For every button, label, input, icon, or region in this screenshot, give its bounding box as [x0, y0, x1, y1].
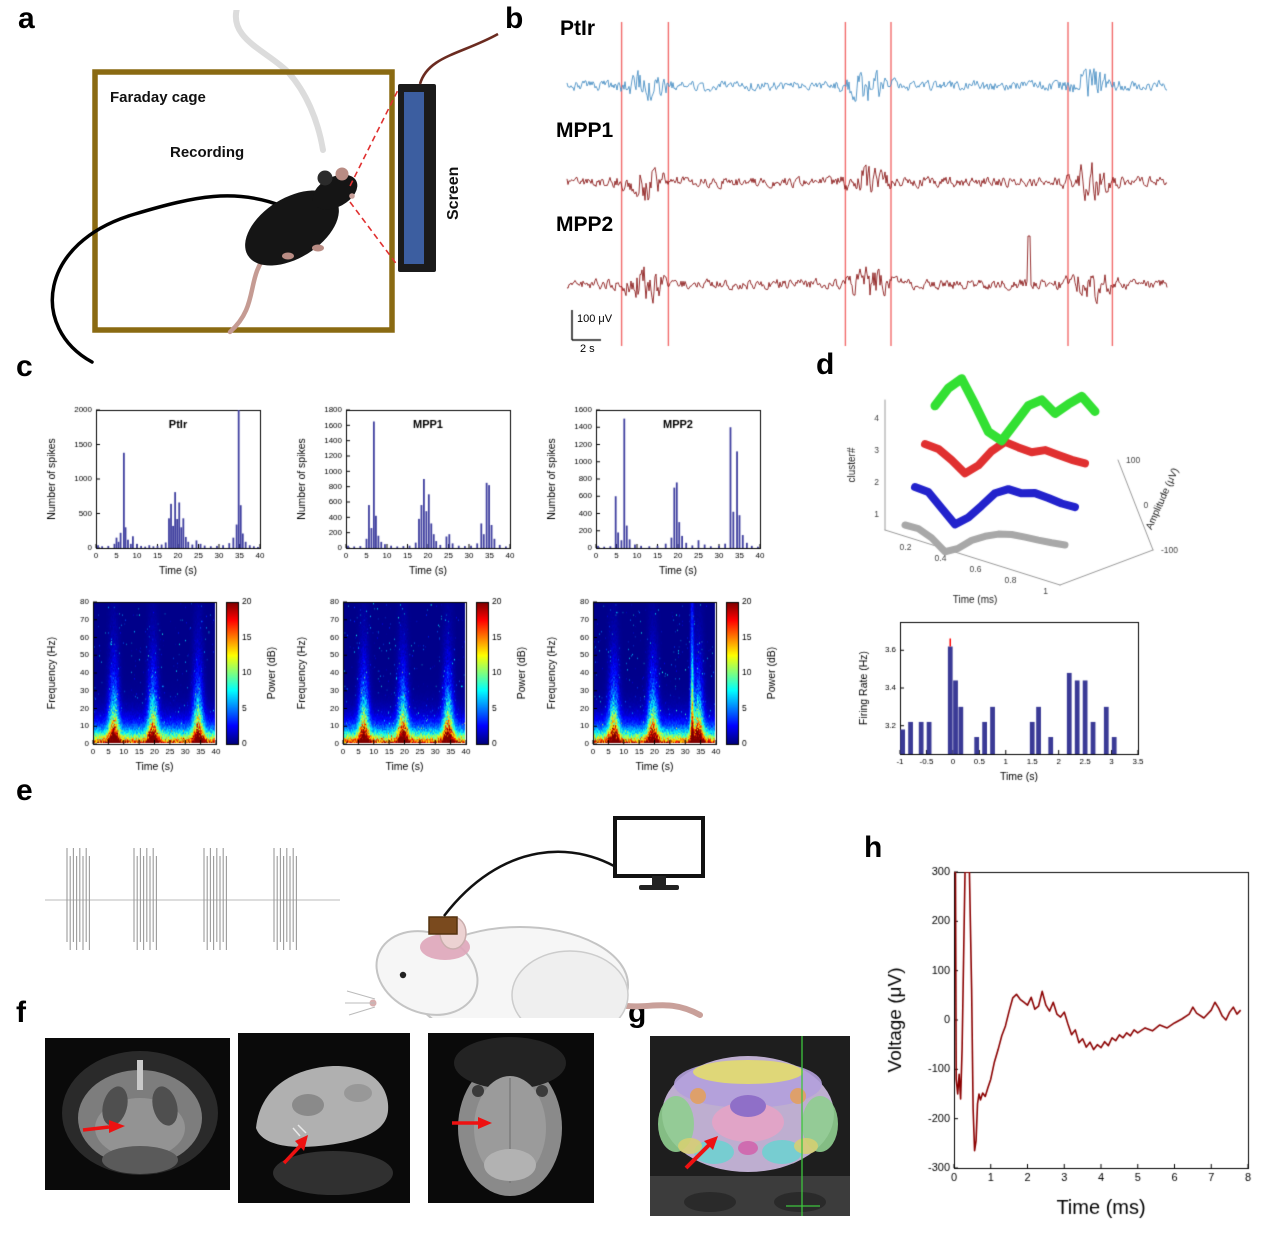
mouse-illustration [227, 167, 358, 335]
mouse-paw [312, 244, 324, 252]
implant [428, 916, 458, 935]
recording-label: Recording [170, 144, 244, 161]
evoked-potential-plot [876, 850, 1271, 1245]
raw-traces-plot [552, 14, 1177, 359]
rat-whiskers [345, 990, 376, 1016]
panel-letter-e: e [16, 774, 33, 807]
mouse-ear [317, 170, 333, 186]
red-arrow [82, 1120, 125, 1133]
voltage-scale-label: 100 μV [577, 313, 613, 325]
screen-cable [418, 32, 499, 85]
trace-label-ptir: PtIr [560, 17, 596, 40]
panel-f-mri-images [45, 1033, 594, 1203]
panel-letter-b: b [505, 2, 524, 35]
panel-letter-a: a [18, 2, 35, 35]
faraday-cage [92, 69, 395, 333]
spectrogram-mpp1 [288, 592, 538, 792]
mouse-tail [227, 250, 271, 335]
panel-e-illustration [45, 816, 705, 1018]
mri-sagittal [238, 1033, 410, 1203]
panel-letter-f: f [16, 996, 26, 1029]
screen-label: Screen [445, 167, 462, 220]
faraday-cage-label: Faraday cage [110, 89, 206, 106]
spectrogram-mpp2 [538, 592, 788, 792]
panel-letter-c: c [16, 350, 33, 383]
red-arrow [684, 1136, 718, 1170]
mouse-ear-inner [335, 167, 349, 181]
firing-rate-histogram [852, 608, 1152, 794]
mouse-nose [349, 193, 355, 199]
red-arrow [282, 1135, 308, 1165]
spike-histogram-mpp2 [538, 396, 768, 591]
atlas-regions [658, 1056, 838, 1172]
rat-eye [399, 971, 407, 979]
spectrogram-ptir [38, 592, 288, 792]
headstage-cable [232, 10, 326, 153]
screen-display [398, 32, 499, 272]
stimulus-pulse-train [66, 848, 297, 950]
recording-tether [443, 850, 631, 917]
red-arrow [452, 1117, 492, 1129]
recording-cable [50, 194, 284, 364]
spike-cluster-3d-plot [835, 360, 1185, 608]
spike-histogram-ptir [38, 396, 268, 591]
panel-a-illustration: Faraday cage Recording Screen [50, 10, 499, 364]
mouse-paw [282, 252, 294, 260]
mri-coronal [45, 1038, 230, 1190]
trace-label-mpp1: MPP1 [556, 119, 614, 142]
monitor-icon [613, 816, 705, 890]
mri-horizontal [428, 1033, 594, 1203]
spike-histogram-mpp1 [288, 396, 518, 591]
trace-label-mpp2: MPP2 [556, 213, 614, 236]
atlas-overlay [650, 1036, 850, 1216]
sight-lines [349, 89, 399, 267]
rat-illustration [345, 916, 703, 1018]
time-scale-label: 2 s [580, 343, 595, 355]
